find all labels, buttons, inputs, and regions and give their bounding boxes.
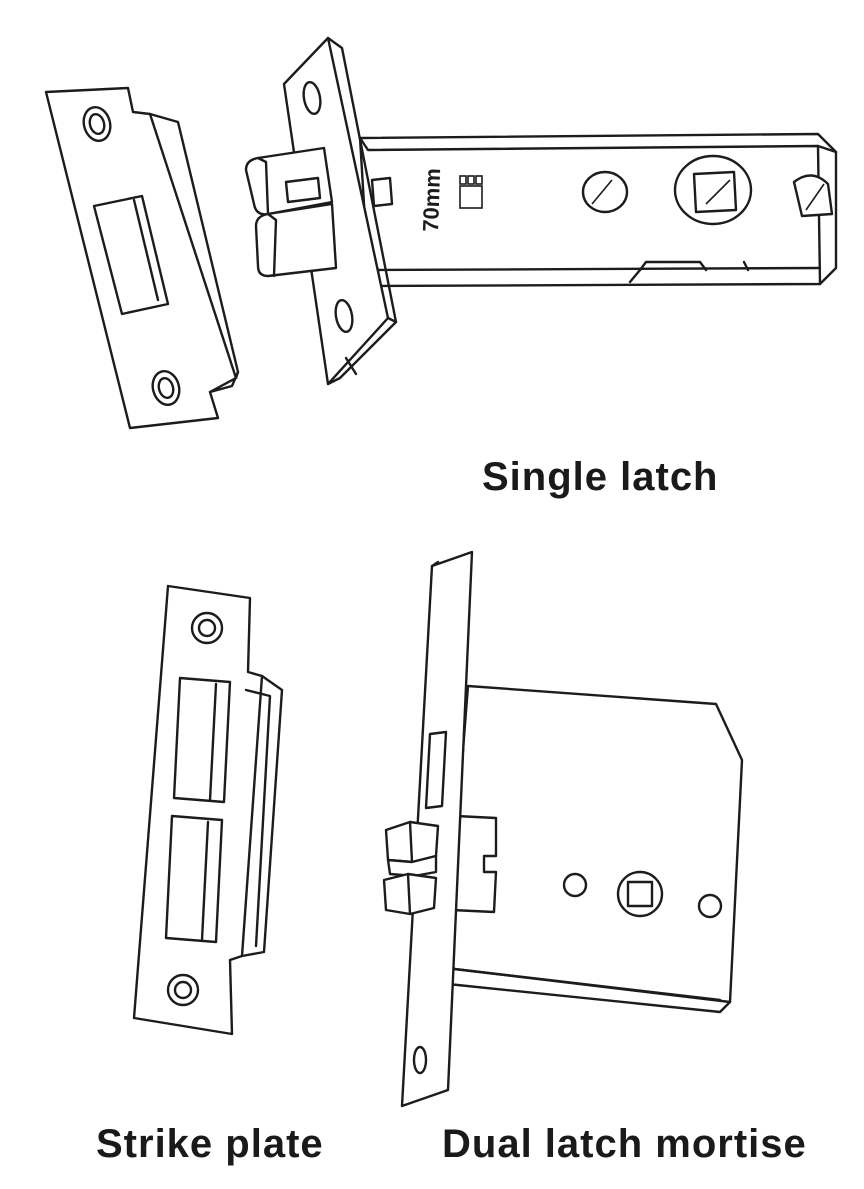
case-hole-round xyxy=(581,170,629,214)
spindle-square-hole xyxy=(616,870,664,918)
latch-slot xyxy=(92,194,170,316)
screw-hole xyxy=(412,1045,428,1075)
case-hole-end xyxy=(792,174,834,218)
case-hole-round xyxy=(697,893,723,919)
case-hole-round xyxy=(562,872,588,898)
screw-hole xyxy=(166,973,200,1007)
strike-plate-label: Strike plate xyxy=(96,1122,324,1166)
dual-latch-mortise-label: Dual latch mortise xyxy=(442,1122,807,1166)
top-strike-plate xyxy=(44,86,240,430)
screw-hole xyxy=(151,370,181,406)
latch-bolt xyxy=(244,146,338,278)
single-latch-faceplate xyxy=(282,36,398,386)
strike-plate xyxy=(132,584,284,1036)
upper-latch-slot xyxy=(172,676,232,804)
screw-hole xyxy=(334,298,354,334)
lower-latch-slot xyxy=(164,814,224,944)
single-latch-label: Single latch xyxy=(482,455,719,499)
faceplate-slot xyxy=(424,730,448,810)
mortise-case xyxy=(444,684,744,1014)
dual-latch-bolts xyxy=(382,820,440,916)
single-latch-body: 70mm xyxy=(358,132,838,288)
code-stamp xyxy=(459,175,483,209)
screw-hole xyxy=(82,106,112,142)
screw-hole xyxy=(302,80,322,116)
backset-stamp: 70mm xyxy=(418,168,445,232)
screw-hole xyxy=(190,611,224,645)
spindle-square-hole xyxy=(673,154,753,226)
